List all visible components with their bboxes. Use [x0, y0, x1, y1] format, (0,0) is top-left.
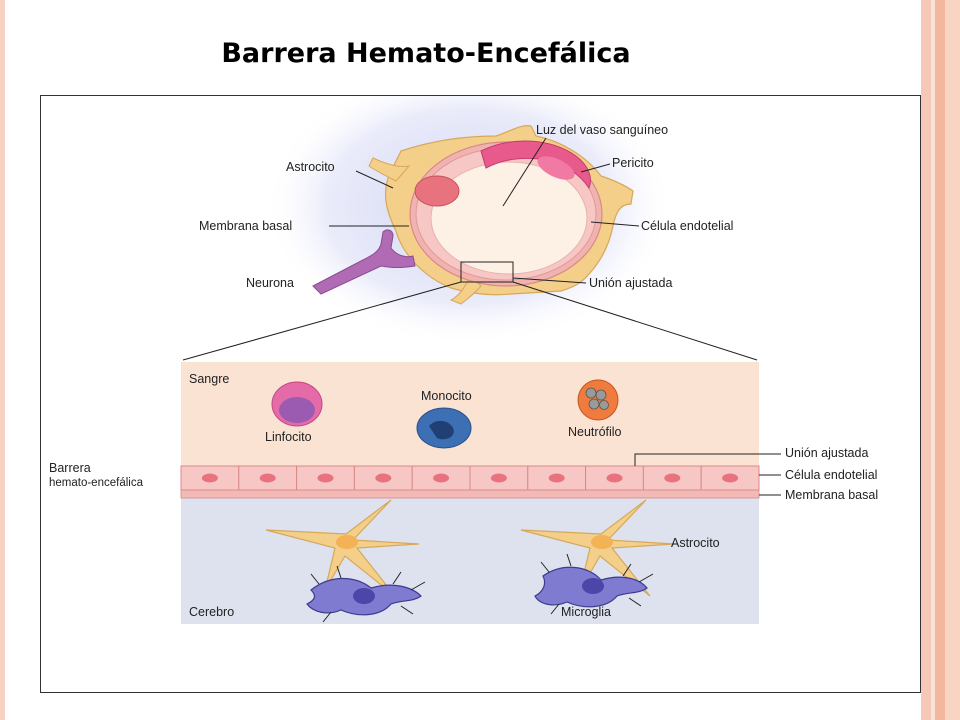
endothelial-nucleus	[414, 175, 460, 207]
endothelial-cell-nucleus	[317, 473, 334, 483]
leader-astrocito-top	[355, 170, 394, 189]
label-union-ajustada-detail: Unión ajustada	[785, 446, 868, 460]
label-cerebro: Cerebro	[189, 605, 234, 619]
brain-region	[181, 496, 759, 624]
microglia-right	[534, 553, 654, 615]
zoom-line-left	[182, 281, 462, 361]
endothelial-row	[180, 465, 760, 491]
decor-stripe-2	[931, 0, 935, 720]
astrocyte-left-nucleus	[336, 535, 358, 549]
neuron	[312, 229, 416, 295]
label-astrocito-detail: Astrocito	[671, 536, 720, 550]
label-barrera-line2: hemato-encefálica	[49, 477, 144, 489]
endothelial-cell-nucleus	[201, 473, 218, 483]
endothelial-cell	[296, 465, 355, 491]
bbb-diagram: Luz del vaso sanguíneo Astrocito Pericit…	[49, 96, 878, 624]
endothelial-cell-nucleus	[375, 473, 392, 483]
basal-membrane-layer	[180, 489, 760, 499]
label-union-ajustada-top: Unión ajustada	[589, 276, 672, 290]
label-pericito: Pericito	[612, 156, 654, 170]
label-neurona: Neurona	[246, 276, 294, 290]
leader-luz	[502, 137, 547, 207]
detail-labels: Sangre Linfocito Monocito Neutrófilo Bar…	[49, 372, 878, 619]
astrocyte-right-nucleus	[591, 535, 613, 549]
astrocyte-process	[368, 157, 411, 182]
label-sangre: Sangre	[189, 372, 229, 386]
label-barrera-line1: Barrera	[49, 461, 91, 475]
label-celula-endotelial-detail: Célula endotelial	[785, 468, 877, 482]
detail-panel	[180, 362, 760, 624]
pericyte-nucleus	[537, 156, 575, 180]
label-luz: Luz del vaso sanguíneo	[536, 123, 668, 137]
decor-stripe-1	[921, 0, 931, 720]
zoom-line-right	[512, 281, 758, 361]
endothelial-cell-nucleus	[433, 473, 450, 483]
tight-junction-box	[460, 261, 514, 283]
endothelial-cell-nucleus	[606, 473, 623, 483]
pericyte	[480, 140, 591, 190]
vessel-labels: Luz del vaso sanguíneo Astrocito Pericit…	[199, 123, 733, 290]
leader-union-ajustada-detail	[634, 453, 781, 466]
vessel-lumen	[430, 161, 588, 275]
microglia-left	[306, 565, 426, 623]
label-microglia: Microglia	[561, 605, 611, 619]
label-monocito: Monocito	[421, 389, 472, 403]
leader-union-ajustada-top	[512, 277, 587, 284]
vessel-cross-section	[312, 125, 634, 305]
label-neutrofilo: Neutrófilo	[568, 425, 622, 439]
decor-stripe-3	[935, 0, 945, 720]
endothelial-cell-nucleus	[664, 473, 681, 483]
neutrophil	[577, 379, 619, 421]
endothelial-cell-nucleus	[548, 473, 565, 483]
decor-stripe-4	[945, 0, 960, 720]
leader-celula-endotelial-top	[590, 221, 640, 227]
lymphocyte-nucleus	[279, 397, 315, 423]
endothelial-cell-nucleus	[722, 473, 739, 483]
label-membrana-basal-detail: Membrana basal	[785, 488, 878, 502]
label-membrana-basal-top: Membrana basal	[199, 219, 292, 233]
monocyte-nucleus	[429, 420, 454, 440]
label-linfocito: Linfocito	[265, 430, 312, 444]
diagram-frame: Luz del vaso sanguíneo Astrocito Pericit…	[40, 95, 921, 693]
left-edge-stripe	[0, 0, 5, 720]
leader-pericito	[580, 163, 611, 173]
endothelial-cell-nucleus	[490, 473, 507, 483]
endothelial-cell-nucleus	[259, 473, 276, 483]
slide-title: Barrera Hemato-Encefálica	[221, 38, 631, 69]
neutrophil-nucleus	[585, 387, 609, 410]
blood-region	[181, 362, 759, 466]
label-celula-endotelial-top: Célula endotelial	[641, 219, 733, 233]
label-astrocito-top: Astrocito	[286, 160, 335, 174]
